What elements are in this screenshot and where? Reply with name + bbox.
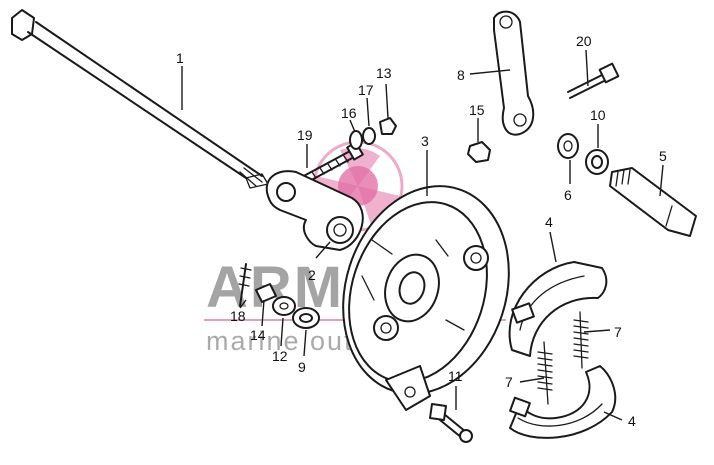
part-13-nut xyxy=(379,117,397,135)
label-part-18: 18 xyxy=(230,308,246,324)
label-part-7-left: 7 xyxy=(505,374,513,390)
label-part-10: 10 xyxy=(590,107,606,123)
label-part-14: 14 xyxy=(250,327,266,343)
part-7-spring-right xyxy=(573,311,589,369)
label-part-13: 13 xyxy=(376,65,392,81)
label-part-20: 20 xyxy=(576,33,592,49)
label-part-17: 17 xyxy=(358,82,374,98)
part-18-pin xyxy=(238,263,252,307)
part-9-seal xyxy=(292,307,320,329)
label-part-2: 2 xyxy=(308,267,316,283)
part-10-seal xyxy=(585,149,609,175)
part-5-cam-shaft xyxy=(609,167,697,237)
label-part-3: 3 xyxy=(421,133,429,149)
label-part-16: 16 xyxy=(341,105,357,121)
part-15-nut xyxy=(467,141,491,163)
label-part-1: 1 xyxy=(176,50,184,66)
part-1-axle xyxy=(11,9,269,189)
callout-lines xyxy=(181,49,664,421)
label-part-4-lower: 4 xyxy=(628,413,636,429)
label-part-8: 8 xyxy=(457,67,465,83)
part-7-spring-left xyxy=(537,341,553,405)
part-2-brake-arm xyxy=(265,170,364,251)
label-part-12: 12 xyxy=(272,348,288,364)
label-part-7-right: 7 xyxy=(614,324,622,340)
part-17-washer xyxy=(362,127,376,145)
part-11-bolt xyxy=(429,403,473,443)
label-part-6: 6 xyxy=(564,187,572,203)
label-part-9: 9 xyxy=(298,359,306,375)
part-labels: 1 2 3 4 4 5 6 7 7 8 9 10 11 12 13 14 15 … xyxy=(176,33,667,429)
part-3-brake-panel xyxy=(342,185,510,411)
label-part-5: 5 xyxy=(659,148,667,164)
label-part-15: 15 xyxy=(469,102,485,118)
part-20-bolt xyxy=(567,62,620,99)
label-part-4-upper: 4 xyxy=(545,214,553,230)
part-14-spring xyxy=(255,283,277,303)
part-4-brake-shoe-lower xyxy=(509,365,617,439)
label-part-11: 11 xyxy=(448,368,463,384)
part-8-cam-lever xyxy=(493,10,535,136)
part-4-brake-shoe-upper xyxy=(508,261,608,357)
part-12-washer xyxy=(272,296,296,316)
part-16-washer xyxy=(349,130,363,150)
label-part-19: 19 xyxy=(297,127,313,143)
part-6-washer xyxy=(557,133,579,159)
